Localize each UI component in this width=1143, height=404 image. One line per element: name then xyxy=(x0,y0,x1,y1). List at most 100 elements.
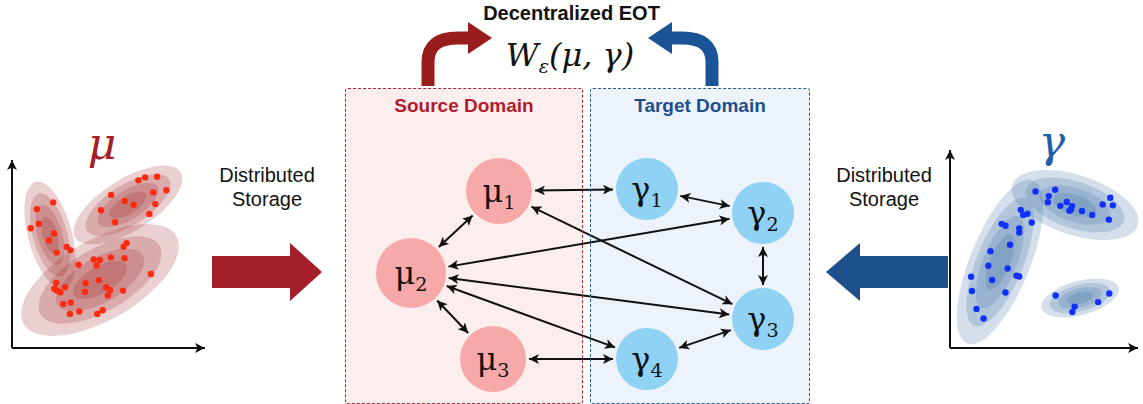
sample-dot xyxy=(146,211,152,217)
sample-dot xyxy=(142,174,148,180)
agent-label: γ3 xyxy=(747,300,778,338)
sample-dot xyxy=(53,280,59,286)
sample-dot xyxy=(1069,309,1075,315)
circle-shape xyxy=(616,328,678,390)
curved-arrow xyxy=(428,38,470,86)
gaussian-component xyxy=(25,219,175,342)
sample-dot xyxy=(1057,203,1063,209)
sample-dot xyxy=(1029,219,1035,225)
storage-arrow xyxy=(826,243,948,301)
sample-dot xyxy=(1020,212,1026,218)
sample-dot xyxy=(112,219,118,225)
domain-heading: Source Domain xyxy=(346,89,582,117)
sample-dot xyxy=(28,225,34,231)
sample-dot xyxy=(150,189,156,195)
sample-dot xyxy=(130,201,136,207)
sample-dot xyxy=(1045,199,1051,205)
sample-dot xyxy=(980,315,986,321)
circle-shape xyxy=(732,288,794,350)
sample-dot xyxy=(1007,242,1013,248)
sample-dot xyxy=(1106,290,1112,296)
sample-dot xyxy=(1013,272,1019,278)
agent-circle: γ1 xyxy=(616,158,678,220)
gaussian-component xyxy=(1003,156,1143,254)
gaussian-component xyxy=(4,201,196,358)
axis xyxy=(950,347,1138,349)
sample-dot xyxy=(96,277,102,283)
gaussian-component xyxy=(966,210,1034,314)
sample-dot xyxy=(999,221,1005,227)
arrow-head xyxy=(648,22,672,54)
sample-dot xyxy=(121,198,127,204)
sample-dot xyxy=(90,256,96,262)
sample-dot xyxy=(63,244,69,250)
sample-dot xyxy=(98,207,104,213)
gaussian-component xyxy=(1019,167,1131,243)
axis xyxy=(12,347,205,349)
sample-dot xyxy=(93,262,99,268)
gaussian-component xyxy=(46,236,154,324)
domain-fill xyxy=(345,88,583,404)
sample-dot xyxy=(987,248,993,254)
sample-dot xyxy=(34,206,40,212)
axis xyxy=(11,160,13,348)
sample-dot xyxy=(60,301,66,307)
domain-fill xyxy=(590,88,810,404)
link-arrow xyxy=(679,330,731,348)
sample-dot xyxy=(1069,203,1075,209)
title: Decentralized EOT xyxy=(0,2,1143,25)
circle-shape xyxy=(460,326,526,392)
sample-dot xyxy=(1016,225,1022,231)
sample-dot xyxy=(108,192,114,198)
sample-dot xyxy=(51,230,57,236)
sample-dot xyxy=(148,271,154,277)
storage-label: Distributed Storage xyxy=(822,163,946,211)
link-arrow xyxy=(762,247,764,285)
sample-dot xyxy=(152,201,158,207)
sample-dot xyxy=(82,289,88,295)
domain-box: Source Domain μ1 μ2 μ3 xyxy=(345,88,583,404)
gaussian-component xyxy=(1037,271,1123,325)
distance-formula: Wε(μ, γ) xyxy=(470,36,670,74)
sample-dot xyxy=(67,299,73,305)
link-arrow xyxy=(448,219,729,267)
sample-dot xyxy=(54,249,60,255)
agent-label: μ1 xyxy=(482,172,515,210)
sample-dot xyxy=(121,255,127,261)
agent-label: γ4 xyxy=(631,340,662,378)
storage-arrow xyxy=(212,243,322,301)
link-arrow xyxy=(439,216,473,248)
sample-dot xyxy=(1107,195,1113,201)
storage-label: Distributed Storage xyxy=(205,163,329,211)
sample-dot xyxy=(99,307,105,313)
sample-dot xyxy=(154,174,160,180)
sample-dot xyxy=(1032,188,1038,194)
sample-dot xyxy=(94,311,100,317)
sample-dot xyxy=(36,221,42,227)
distribution-symbol: γ xyxy=(1022,116,1082,169)
sample-dot xyxy=(985,263,991,269)
domain-box: Target Domainγ1γ2γ3γ4 xyxy=(590,88,810,404)
sample-dot xyxy=(46,237,52,243)
arrow-head xyxy=(468,22,492,54)
circle-shape xyxy=(466,158,532,224)
link-arrow xyxy=(535,189,613,190)
sample-dot xyxy=(105,292,111,298)
domain-heading: Target Domain xyxy=(591,89,809,117)
gaussian-component xyxy=(1051,188,1100,221)
agent-label: γ1 xyxy=(631,170,662,208)
circle-shape xyxy=(732,182,794,244)
agent-label: μ3 xyxy=(476,340,509,378)
sample-dot xyxy=(1052,292,1058,298)
sample-dot xyxy=(163,187,169,193)
sample-dot xyxy=(1099,201,1105,207)
sample-dot xyxy=(82,280,88,286)
sample-dot xyxy=(1064,199,1070,205)
sample-dot xyxy=(75,261,81,267)
link-arrow xyxy=(680,196,729,206)
sample-dot xyxy=(1079,208,1085,214)
gaussian-component xyxy=(979,230,1020,293)
agent-circle: γ3 xyxy=(732,288,794,350)
sample-dot xyxy=(50,199,56,205)
agent-circle: μ2 xyxy=(376,238,446,308)
